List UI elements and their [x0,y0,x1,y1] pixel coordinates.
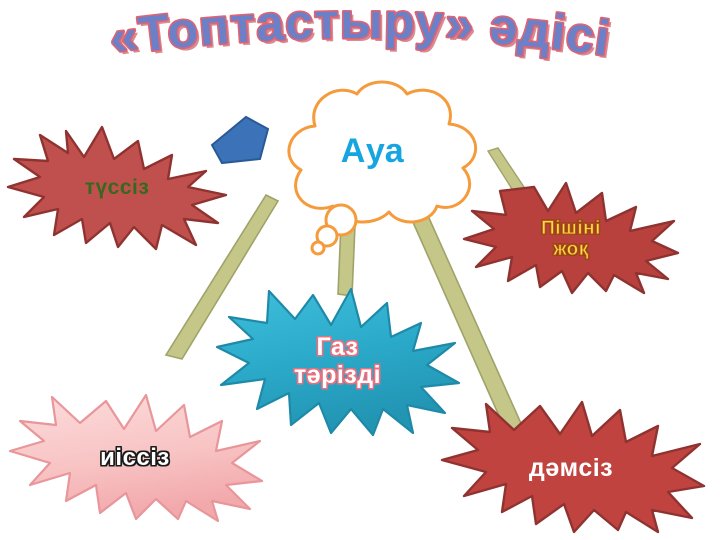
explosion-star-shape [462,181,680,295]
node-iissiz[interactable]: иіссіз [6,393,264,523]
title-fill-text: «Топтастыру» әдісі [106,2,613,67]
connector-blue-quad [208,115,270,167]
svg-text:«Топтастыру» әдісі: «Топтастыру» әдісі [106,2,614,67]
title-outline-text: «Топтастыру» әдісі [105,2,615,68]
explosion-star-shape [440,400,706,534]
page-title: «Топтастыру» әдісі «Топтастыру» әдісі «Т… [0,2,720,88]
svg-text:«Топтастыру» әдісі: «Топтастыру» әдісі [106,2,614,67]
cloud-icon [287,80,478,256]
explosion-star-shape [8,393,264,523]
title-wordart: «Топтастыру» әдісі «Топтастыру» әдісі «Т… [105,2,617,70]
svg-text:«Топтастыру» әдісі: «Топтастыру» әдісі [109,2,617,70]
node-tussiz[interactable]: түссіз [6,125,228,251]
node-damsiz[interactable]: дәмсіз [436,400,706,535]
thought-cloud[interactable]: Ауа [245,78,500,256]
explosion-star-shape [6,125,228,251]
title-shadow-text: «Топтастыру» әдісі [109,2,616,70]
connector-bar-cloud-to-iissiz [160,193,280,363]
explosion-star-shape [215,287,461,437]
